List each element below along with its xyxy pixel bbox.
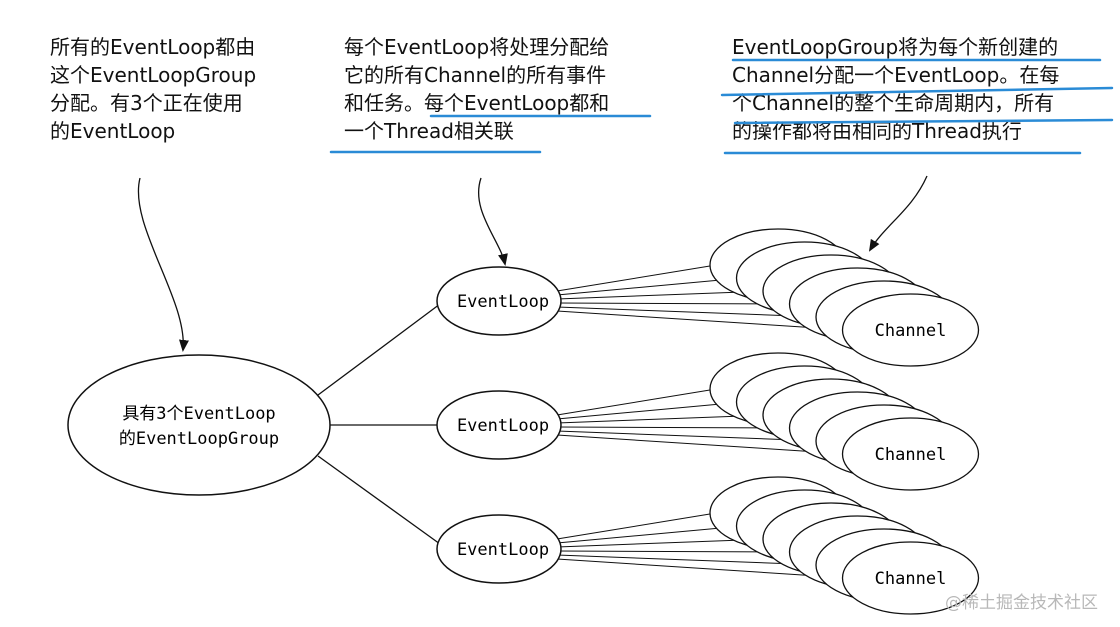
annotation-eventloop-thread: 每个EventLoop将处理分配给 它的所有Channel的所有事件 和任务。每… [344, 33, 609, 145]
eventloop-cluster: Channel EventLoop [436, 352, 980, 491]
annotation-group-allocation: 所有的EventLoop都由 这个EventLoopGroup 分配。有3个正在… [50, 33, 256, 145]
channel-connector [556, 430, 823, 442]
channel-connector [556, 434, 849, 455]
annotation-line: 它的所有Channel的所有事件 [344, 63, 607, 87]
annotation-line: 和任务。每个EventLoop都和 [344, 91, 610, 115]
eventloop-cluster: Channel EventLoop [436, 476, 980, 615]
channel-connector [556, 306, 823, 318]
eventloop-cluster: Channel EventLoop [436, 228, 980, 367]
channel-connector [556, 554, 823, 566]
connector-line [317, 455, 441, 545]
eventloop-ellipse [436, 390, 562, 460]
highlight-underline [720, 86, 1114, 97]
eventloop-clusters: ChannelEventLoopChannelEventLoopChannelE… [436, 228, 980, 615]
eventloopgroup-ellipse [67, 354, 331, 496]
highlight-underline [733, 118, 1114, 125]
eventloop-ellipse [436, 514, 562, 584]
annotation-line: 所有的EventLoop都由 [50, 35, 256, 59]
channel-label: Channel [875, 569, 947, 589]
connector-line [317, 303, 441, 396]
annotation-line: 每个EventLoop将处理分配给 [344, 35, 610, 59]
annotation-line: 分配。有3个正在使用 [50, 91, 243, 115]
channel-label: Channel [875, 445, 947, 465]
annotation-line: 这个EventLoopGroup [50, 63, 257, 87]
channel-connector [556, 388, 717, 416]
pointer-arrow [868, 175, 928, 252]
eventloop-ellipse [436, 266, 562, 336]
annotation-line: 一个Thread相关联 [344, 119, 514, 143]
eventloopgroup-node: 具有3个EventLoop 的EventLoopGroup [67, 354, 331, 496]
channel-label: Channel [875, 321, 947, 341]
group-label-line2: 的EventLoopGroup [119, 429, 279, 449]
pointer-arrow [137, 177, 189, 352]
highlight-underlines [329, 58, 1114, 155]
channel-ellipse [841, 541, 980, 615]
channel-connector [556, 264, 717, 292]
group-label-line1: 具有3个EventLoop [122, 404, 275, 424]
annotation-line: EventLoopGroup将为每个新创建的 [732, 35, 1059, 59]
eventloop-label: EventLoop [457, 540, 549, 560]
channel-connector [556, 525, 743, 544]
annotation-line: 的EventLoop [50, 119, 176, 143]
group-connectors [317, 303, 441, 545]
pointer-arrow [478, 177, 508, 266]
eventloop-label: EventLoop [457, 416, 549, 436]
channel-connector [556, 310, 849, 331]
channel-ellipse [841, 417, 980, 491]
channel-connector [556, 558, 849, 579]
eventloop-label: EventLoop [457, 292, 549, 312]
watermark: @稀土掘金技术社区 [945, 593, 1098, 613]
channel-connector [556, 277, 743, 296]
channel-connector [556, 401, 743, 420]
channel-connector [556, 512, 717, 540]
channel-ellipse [841, 293, 980, 367]
annotation-line: Channel分配一个EventLoop。在每 [732, 63, 1060, 87]
